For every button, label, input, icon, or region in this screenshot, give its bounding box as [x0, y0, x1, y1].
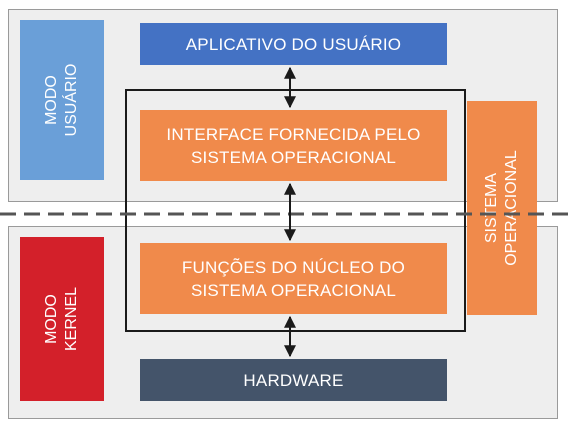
application-label: APLICATIVO DO USUÁRIO: [185, 34, 402, 54]
hardware-box: HARDWARE: [140, 359, 447, 401]
application-box: APLICATIVO DO USUÁRIO: [140, 23, 447, 65]
kernel-functions-box: FUNÇÕES DO NÚCLEO DO SISTEMA OPERACIONAL: [140, 243, 447, 314]
os-interface-box: INTERFACE FORNECIDA PELO SISTEMA OPERACI…: [140, 110, 447, 181]
kernel-mode-label-box: MODO KERNEL: [20, 237, 104, 401]
kernel-functions-label: FUNÇÕES DO NÚCLEO DO SISTEMA OPERACIONAL: [181, 257, 406, 300]
user-mode-label-box: MODO USUÁRIO: [20, 20, 104, 180]
os-interface-label: INTERFACE FORNECIDA PELO SISTEMA OPERACI…: [166, 124, 421, 167]
hardware-label: HARDWARE: [243, 370, 344, 390]
operating-system-box: SISTEMA OPERACIONAL: [467, 101, 537, 315]
